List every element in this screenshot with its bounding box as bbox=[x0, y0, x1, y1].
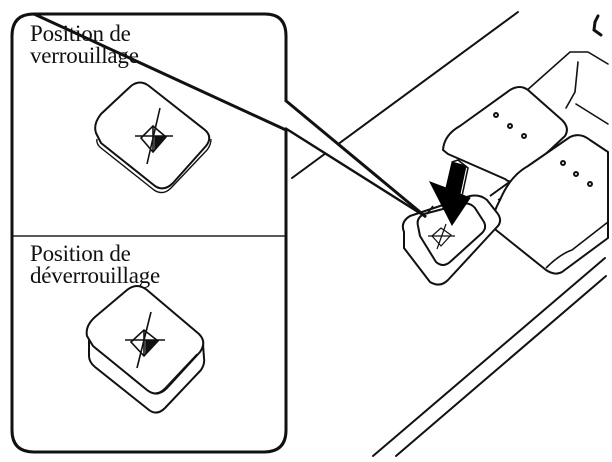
lock-position-label: Position de verrouillage bbox=[30, 21, 139, 68]
lock-label-line2: verrouillage bbox=[30, 43, 139, 68]
press-down-arrow-icon bbox=[426, 159, 471, 226]
door-panel-lines bbox=[291, 11, 609, 457]
inset-box bbox=[10, 12, 288, 454]
unlock-label-line2: déverrouillage bbox=[30, 263, 161, 288]
window-lock-button-pressed-icon bbox=[94, 81, 212, 194]
door-lock-switch bbox=[401, 194, 502, 286]
window-lock-button-raised-icon bbox=[85, 285, 206, 414]
unlock-label-line1: Position de bbox=[30, 241, 131, 266]
unlock-position-label: Position de déverrouillage bbox=[30, 241, 161, 288]
lock-label-line1: Position de bbox=[30, 21, 131, 46]
window-switch-rear bbox=[491, 134, 609, 275]
callout-pointer bbox=[284, 98, 427, 219]
